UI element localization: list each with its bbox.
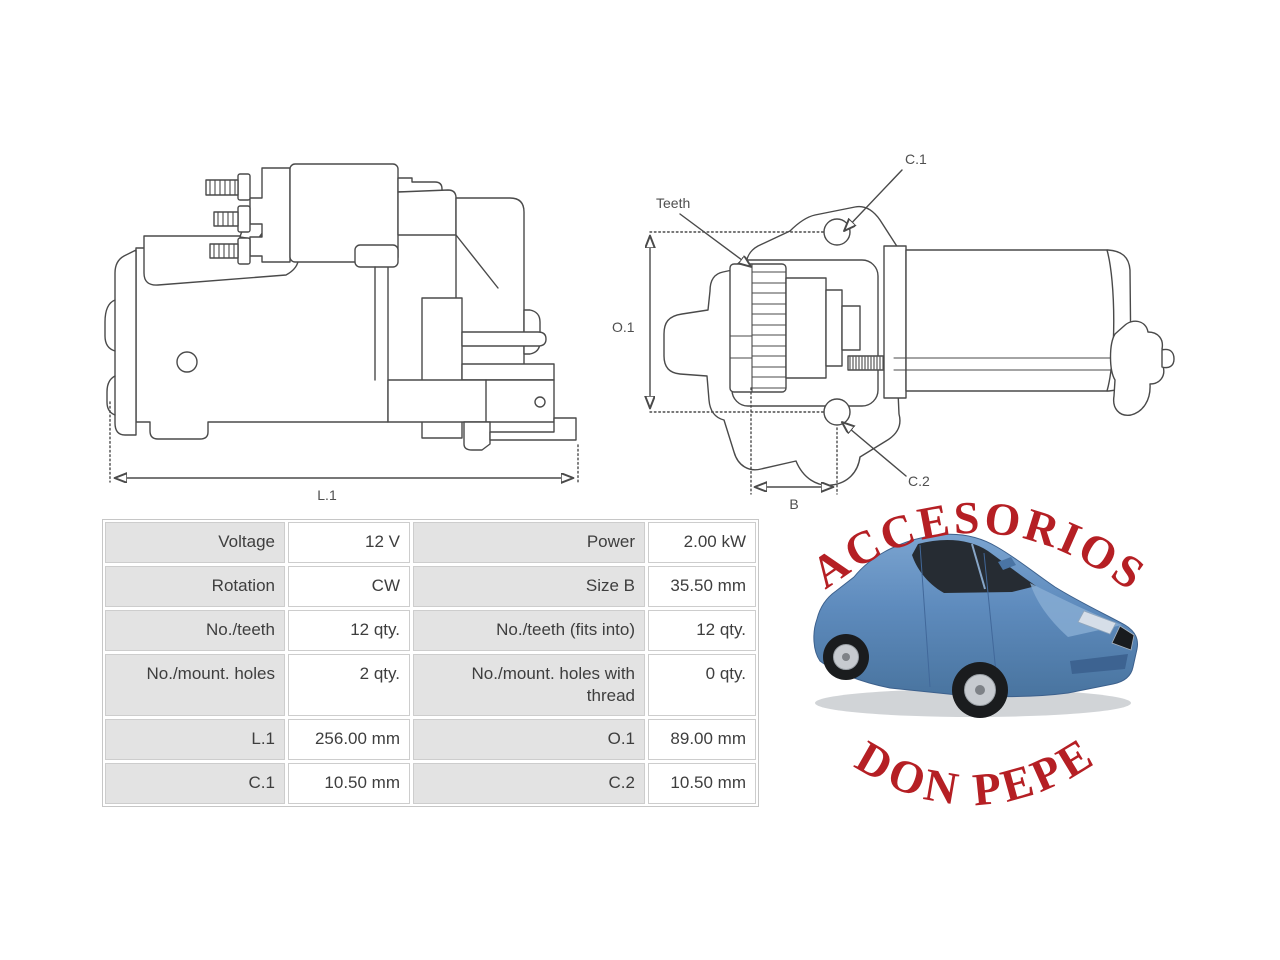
pinion-gear <box>729 263 861 393</box>
label-c2: C.2 <box>908 473 930 489</box>
brand-logo: ACCESORIOS DON PEPE <box>802 492 1153 816</box>
spec-label: No./teeth (fits into) <box>413 610 645 651</box>
car-windows <box>912 539 1036 593</box>
spec-value: 256.00 mm <box>288 719 410 760</box>
label-teeth: Teeth <box>656 195 690 211</box>
car-headlight <box>1077 610 1117 635</box>
drive-foot-notch <box>463 421 491 451</box>
spec-label: No./mount. holes with thread <box>413 654 645 716</box>
drive-housing-tall <box>455 197 525 376</box>
car-body <box>813 533 1138 698</box>
starter-motor-front-view: O.1 B Teeth C.1 C.2 <box>612 151 1175 512</box>
rear-bracket <box>1109 320 1170 416</box>
spec-value: CW <box>288 566 410 607</box>
solenoid-connector <box>354 244 399 268</box>
drive-foot-right <box>489 417 577 441</box>
drive-housing-upper <box>397 189 457 236</box>
spec-label: Rotation <box>105 566 285 607</box>
car-pillar <box>971 543 986 590</box>
car-image <box>813 533 1138 718</box>
side-body <box>135 247 389 440</box>
drive-band <box>461 363 555 381</box>
spec-value: 0 qty. <box>648 654 756 716</box>
side-housing-hole <box>176 351 198 373</box>
drive-lower-block <box>387 379 555 423</box>
spec-value: 35.50 mm <box>648 566 756 607</box>
terminal-studs <box>205 173 251 265</box>
car-mirror <box>998 557 1016 570</box>
dim-label-l1: L.1 <box>317 487 337 503</box>
logo-arc-bottom: DON PEPE <box>848 727 1104 816</box>
mounting-hole-c2 <box>823 398 851 426</box>
spec-label: Voltage <box>105 522 285 563</box>
dim-label-o1: O.1 <box>612 319 635 335</box>
car-rear-wheel <box>823 634 869 680</box>
spec-value: 10.50 mm <box>288 763 410 804</box>
starter-motor-side-view: L.1 <box>104 163 579 503</box>
spec-value: 12 V <box>288 522 410 563</box>
spec-value: 12 qty. <box>288 610 410 651</box>
dim-label-b: B <box>789 496 798 512</box>
spec-label: Power <box>413 522 645 563</box>
spec-value: 2 qty. <box>288 654 410 716</box>
spec-value: 89.00 mm <box>648 719 756 760</box>
side-end-cap <box>114 249 137 436</box>
car-bumper <box>1070 654 1128 674</box>
spec-label: L.1 <box>105 719 285 760</box>
spec-label: O.1 <box>413 719 645 760</box>
label-c1: C.1 <box>905 151 927 167</box>
spec-value: 10.50 mm <box>648 763 756 804</box>
spec-table: Voltage 12 V Power 2.00 kW Rotation CW S… <box>102 519 759 807</box>
armature-shaft <box>847 355 895 371</box>
drive-rib <box>461 331 547 347</box>
spec-label: C.1 <box>105 763 285 804</box>
car-grille <box>1111 625 1135 651</box>
drive-small-hole <box>534 396 546 408</box>
rear-nub <box>1161 348 1175 369</box>
car-door-line-1 <box>919 544 931 688</box>
spec-label: Size B <box>413 566 645 607</box>
spec-value: 2.00 kW <box>648 522 756 563</box>
drive-housing-step <box>397 177 443 193</box>
solenoid-cap <box>249 167 291 263</box>
spec-label: No./teeth <box>105 610 285 651</box>
spec-label: C.2 <box>413 763 645 804</box>
spec-label: No./mount. holes <box>105 654 285 716</box>
mounting-hole-c1 <box>823 218 851 246</box>
car-front-wheel <box>952 662 1008 718</box>
spec-value: 12 qty. <box>648 610 756 651</box>
motor-front-band <box>883 245 907 399</box>
